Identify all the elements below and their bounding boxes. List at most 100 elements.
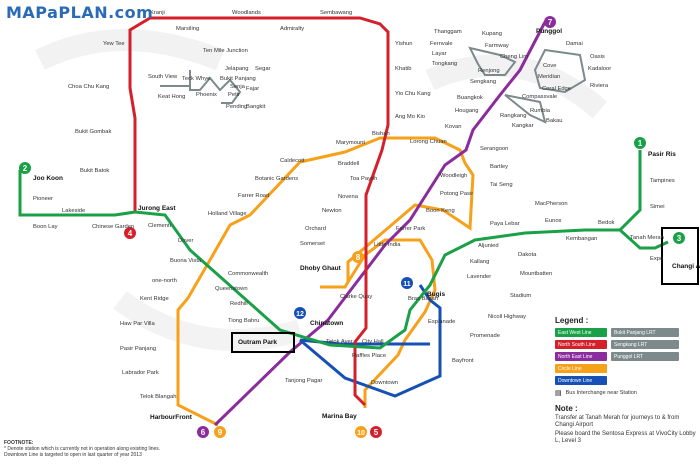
station-label: Kangkar bbox=[512, 123, 534, 129]
station-label: Haw Par Villa bbox=[120, 321, 155, 327]
station-label: Raffles Place bbox=[352, 353, 386, 359]
station-label: Yio Chu Kang bbox=[395, 91, 431, 97]
line-marker-6 bbox=[197, 426, 209, 438]
station-label: Esplanade bbox=[428, 319, 455, 325]
station-label: Cove bbox=[543, 63, 557, 69]
line-marker-5 bbox=[370, 426, 382, 438]
station-label: Ten Mile Junction bbox=[203, 48, 248, 54]
station-label: one-north bbox=[152, 278, 177, 284]
station-label: Khatib bbox=[395, 66, 411, 72]
station-label: Tanah Merah bbox=[630, 235, 664, 241]
station-label: Dover bbox=[178, 238, 194, 244]
station-label: Tanjong Pagar bbox=[285, 378, 322, 384]
station-label: Changi Airport bbox=[672, 263, 700, 270]
station-label: Little India bbox=[374, 242, 401, 248]
station-label: Orchard bbox=[305, 226, 326, 232]
station-label: Compassvale bbox=[522, 94, 557, 100]
station-label: Jurong East bbox=[138, 205, 176, 212]
station-label: Oasis bbox=[590, 54, 605, 60]
legend-swatch-lrt: Bukit Panjang LRT bbox=[611, 328, 679, 337]
station-label: Hougang bbox=[455, 108, 479, 114]
legend-row: ▤ Bus Interchange near Station bbox=[555, 387, 695, 398]
station-label: Pasir Panjang bbox=[120, 346, 156, 352]
station-label: Sengkang bbox=[470, 79, 496, 85]
station-label: Clarke Quay bbox=[340, 294, 372, 300]
station-label: Bugis bbox=[427, 291, 445, 298]
line-marker-4 bbox=[124, 227, 136, 239]
note: Note : Transfer at Tanah Merah for journ… bbox=[555, 404, 697, 447]
footnote-line: Downtown Line is targeted to open in las… bbox=[4, 452, 142, 458]
line-marker-7 bbox=[544, 16, 556, 28]
station-label: Tiong Bahru bbox=[228, 318, 259, 324]
station-label: Telok Ayer bbox=[326, 339, 353, 345]
background-watermark bbox=[35, 29, 608, 351]
legend-swatch-lrt: Sengkang LRT bbox=[611, 340, 679, 349]
line-marker-11 bbox=[401, 277, 413, 289]
line-marker-label: 8 bbox=[356, 253, 361, 262]
north-east-line bbox=[213, 21, 547, 427]
station-label: Caldecott bbox=[280, 158, 305, 164]
station-label: Paya Lebar bbox=[490, 221, 520, 227]
station-label: Lavender bbox=[467, 274, 491, 280]
station-label: HarbourFront bbox=[150, 414, 193, 421]
line-marker-label: 3 bbox=[677, 234, 682, 243]
brand-logo-text: MAPaPLAN.com bbox=[6, 3, 154, 22]
station-label: Farrer Park bbox=[396, 226, 425, 232]
station-label: Eunos bbox=[545, 218, 562, 224]
legend-swatch-ew: East West Line bbox=[555, 328, 607, 337]
station-label: Fajar bbox=[246, 86, 259, 92]
line-marker-2 bbox=[19, 162, 31, 174]
station-label: Admiralty bbox=[280, 26, 304, 32]
line-marker-3 bbox=[673, 232, 685, 244]
station-label: Queenstown bbox=[215, 286, 248, 292]
east-west-line-east bbox=[618, 150, 642, 232]
station-label: Somerset bbox=[300, 241, 325, 247]
station-label: Outram Park bbox=[238, 339, 277, 346]
note-sentosa: Please board the Sentosa Express at Vivo… bbox=[555, 431, 696, 444]
legend-swatch-lrt: Punggol LRT bbox=[611, 352, 679, 361]
station-label: Promenade bbox=[470, 333, 500, 339]
line-marker-label: 12 bbox=[296, 311, 304, 318]
station-label: Kembangan bbox=[566, 236, 597, 242]
line-marker-label: 11 bbox=[403, 281, 411, 288]
station-label: South View bbox=[148, 74, 178, 80]
downtown-line bbox=[299, 284, 442, 398]
station-label: Woodlands bbox=[232, 10, 261, 16]
station-label: Lorong Chuan bbox=[410, 139, 447, 145]
line-marker-12 bbox=[294, 307, 306, 319]
legend-row: Circle Line bbox=[555, 363, 695, 374]
station-label: Senja bbox=[230, 84, 246, 90]
station-label: Fernvale bbox=[430, 41, 453, 47]
station-label: Yishun bbox=[395, 41, 413, 47]
east-west-line bbox=[18, 170, 669, 350]
station-label: Nicoll Highway bbox=[488, 314, 526, 320]
station-label: Phoenix bbox=[196, 92, 217, 98]
station-label: City Hall bbox=[362, 339, 384, 345]
station-label: Labrador Park bbox=[122, 370, 159, 376]
station-label: Serangoon bbox=[480, 146, 508, 152]
footnote: FOOTNOTE: * Denote station which is curr… bbox=[4, 440, 304, 458]
bukit-panjang-lrt bbox=[160, 70, 242, 104]
station-label: Jelapang bbox=[225, 66, 249, 72]
station-label: Buangkok bbox=[457, 95, 483, 101]
line-marker-10 bbox=[355, 426, 367, 438]
station-label: Novena bbox=[338, 194, 359, 200]
station-label: Punggol bbox=[536, 28, 562, 35]
station-label: Commonwealth bbox=[228, 271, 268, 277]
station-label: Bukit Batok bbox=[80, 168, 109, 174]
outram-park-highlight bbox=[231, 332, 295, 353]
station-label: Kallang bbox=[470, 259, 489, 265]
station-label: Bedok bbox=[598, 220, 615, 226]
station-label: Pioneer bbox=[33, 196, 53, 202]
legend-title: Legend : bbox=[555, 316, 589, 325]
station-label: Clementi bbox=[148, 223, 171, 229]
line-marker-8 bbox=[352, 251, 364, 263]
note-title: Note : bbox=[555, 404, 578, 413]
station-label: Damai bbox=[566, 41, 583, 47]
station-label: Segar bbox=[255, 66, 271, 72]
line-marker-label: 10 bbox=[357, 430, 365, 437]
station-label: Aljunied bbox=[478, 243, 499, 249]
bus-icon: ▤ bbox=[555, 389, 562, 397]
station-label: Pending bbox=[226, 104, 247, 110]
